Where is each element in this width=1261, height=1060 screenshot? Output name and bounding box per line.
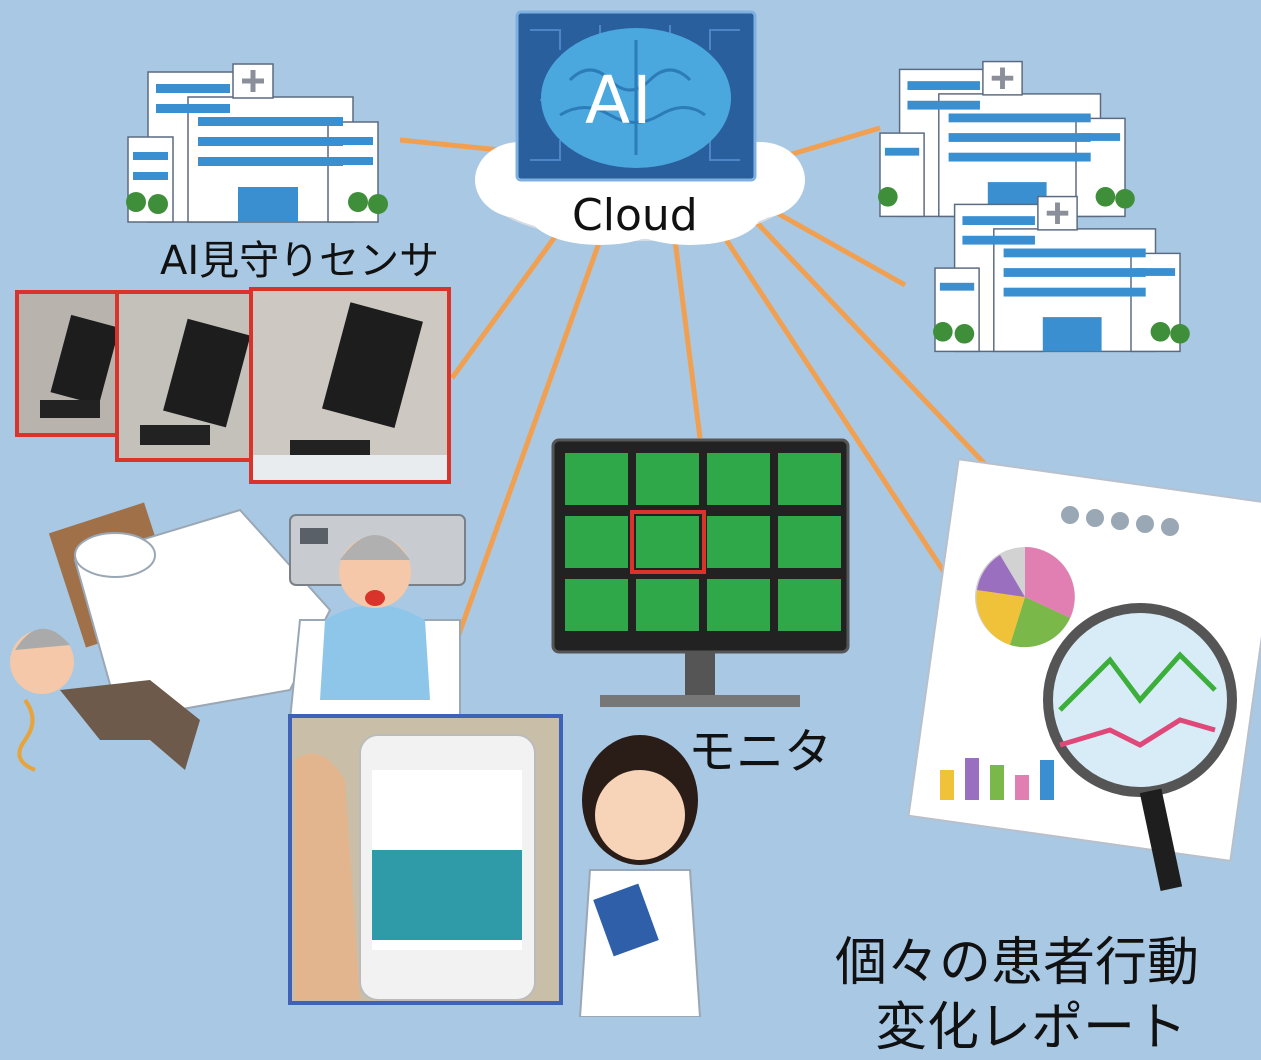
- sensor-label: AI見守りセンサ: [160, 238, 440, 284]
- fallen-patient-icon: [10, 502, 332, 772]
- monitor-highlight: [630, 510, 706, 574]
- diagram-canvas: [10, 10, 1261, 1017]
- hospital-icon: [878, 60, 1135, 218]
- hospital-icon: [126, 63, 388, 223]
- monitor-tiles: [565, 453, 841, 631]
- sensor-photo-3: [249, 287, 451, 484]
- nurse-icon: [578, 735, 702, 1017]
- sensor-camera-icon: [15, 287, 451, 484]
- smartphone-icon: [288, 714, 563, 1005]
- magnifier-icon: [1043, 603, 1237, 891]
- sensor-photo-1: [15, 290, 129, 437]
- report-label-line2: 変化レポート: [875, 998, 1188, 1058]
- connector-hospital-left: [399, 137, 501, 153]
- connector-monitor: [672, 239, 703, 439]
- report-label-line1: 個々の患者行動: [835, 933, 1200, 993]
- ai-label: AI: [585, 62, 654, 139]
- connector-report: [722, 236, 951, 580]
- patient-icon: [288, 514, 466, 721]
- connector-report-top: [743, 208, 1002, 482]
- ai-brain-icon: [515, 10, 757, 182]
- hospital-icon: [933, 195, 1190, 353]
- sensor-photo-2: [115, 290, 259, 462]
- cloud-label: Cloud: [572, 190, 698, 241]
- connector-sensor: [449, 228, 563, 380]
- report-pie: [975, 547, 1075, 648]
- monitor-label: モニタ: [688, 724, 833, 780]
- report-bars: [940, 758, 1054, 800]
- monitor-icon: [551, 438, 850, 707]
